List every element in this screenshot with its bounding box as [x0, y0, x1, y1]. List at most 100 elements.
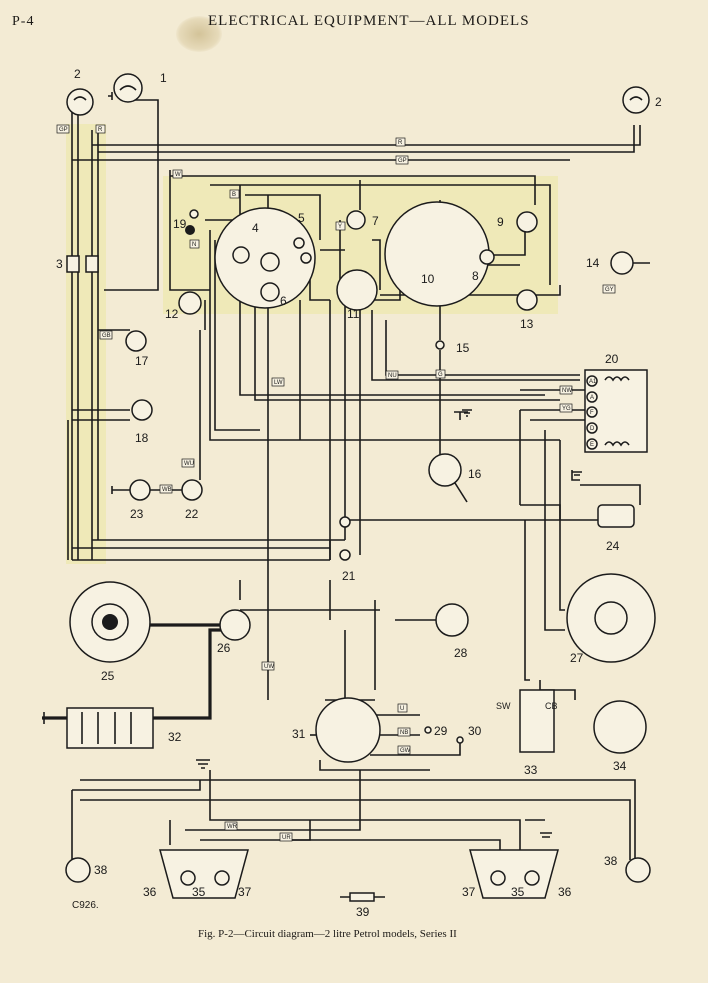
- tag-wb: WB: [162, 487, 172, 493]
- c20-terminal-a: A: [590, 395, 594, 401]
- tag-gy: GY: [605, 287, 614, 293]
- label-8: 8: [472, 269, 479, 283]
- label-34: 34: [613, 759, 627, 773]
- component-17-sender: [125, 330, 147, 352]
- tag-nu: NU: [388, 373, 397, 379]
- component-23-lamp: [111, 479, 151, 501]
- tag-gp: GP: [59, 127, 68, 133]
- tag-yg: YG: [562, 406, 571, 412]
- label-36-right: 36: [558, 885, 572, 899]
- label-2-right: 2: [655, 95, 662, 109]
- wiring: [67, 99, 641, 860]
- component-numbers: 1 2 2 3 4 5 6 7 8 9 10 11 12 13 14 15 16…: [56, 67, 662, 919]
- label-10: 10: [421, 272, 435, 286]
- label-3: 3: [56, 257, 63, 271]
- earth-symbols: [43, 409, 582, 838]
- tag-r-top: R: [398, 140, 403, 146]
- component-24-motor: [597, 504, 635, 528]
- component-32-battery: [66, 707, 154, 749]
- tag-wr: WR: [227, 824, 238, 830]
- tag-n: N: [192, 242, 196, 248]
- tag-lw: LW: [274, 380, 283, 386]
- component-2-left-headlamp: [66, 88, 94, 116]
- label-17: 17: [135, 354, 149, 368]
- tag-r: R: [98, 127, 103, 133]
- component-19-terminal: [185, 209, 199, 235]
- tag-y: Y: [338, 224, 342, 230]
- label-9: 9: [497, 215, 504, 229]
- tag-nw: NW: [562, 388, 572, 394]
- label-33: 33: [524, 763, 538, 777]
- label-18: 18: [135, 431, 149, 445]
- label-20: 20: [605, 352, 619, 366]
- component-10-instrument: [384, 201, 490, 307]
- component-1-lamp: [108, 73, 143, 103]
- label-39: 39: [356, 905, 370, 919]
- tag-w: W: [175, 172, 181, 178]
- paper-stain: [176, 16, 222, 52]
- component-38-right-lamp: [625, 857, 651, 883]
- label-11: 11: [347, 307, 360, 321]
- label-7: 7: [372, 214, 379, 228]
- label-22: 22: [185, 507, 199, 521]
- component-3-connectors: [66, 255, 99, 273]
- label-38-left: 38: [94, 863, 108, 877]
- component-16-ignition-unit: [428, 411, 468, 503]
- tag-gp-top: GP: [398, 158, 407, 164]
- label-30: 30: [468, 724, 482, 738]
- label-29: 29: [434, 724, 448, 738]
- component-18-sender: [131, 399, 153, 421]
- component-22-lamp: [181, 479, 203, 501]
- label-19: 19: [173, 217, 187, 231]
- component-15-lamp: [435, 340, 445, 350]
- component-8-warning-lamp: [479, 249, 495, 265]
- component-33-coil: [519, 689, 555, 753]
- label-4: 4: [252, 221, 259, 235]
- label-35-right: 35: [511, 885, 525, 899]
- battery-cable-32: [150, 628, 230, 720]
- label-5: 5: [298, 211, 305, 225]
- component-38-left-lamp: [65, 857, 91, 883]
- tag-ur: UR: [282, 835, 291, 841]
- label-21: 21: [342, 569, 356, 583]
- label-37-left: 37: [238, 885, 252, 899]
- component-27-dynamo: [566, 573, 656, 663]
- c20-terminal-d: D: [590, 426, 595, 432]
- label-25: 25: [101, 669, 115, 683]
- component-28-horn: [435, 603, 469, 637]
- wire-colour-tags: GP R R GP W B N Y G GB GY NU NW YG WB WU…: [56, 124, 616, 842]
- c20-terminal-f: F: [590, 410, 594, 416]
- label-16: 16: [468, 467, 482, 481]
- label-13: 13: [520, 317, 534, 331]
- c20-terminal-a1: A1: [589, 379, 597, 385]
- component-30-switch: [456, 736, 464, 744]
- component-7-switch: [346, 210, 366, 230]
- label-36-left: 36: [143, 885, 157, 899]
- drawing-number: C926.: [72, 900, 99, 911]
- label-2: 2: [74, 67, 81, 81]
- component-9-switch: [516, 211, 538, 233]
- figure-caption: Fig. P-2—Circuit diagram—2 litre Petrol …: [198, 928, 457, 940]
- label-28: 28: [454, 646, 468, 660]
- label-31: 31: [292, 727, 306, 741]
- component-39-fuse: [340, 892, 385, 902]
- component-11-junction: [336, 269, 378, 311]
- label-14: 14: [586, 256, 600, 270]
- tag-gw: GW: [400, 748, 411, 754]
- label-sw: SW: [496, 701, 511, 711]
- label-23: 23: [130, 507, 144, 521]
- label-6: 6: [280, 294, 287, 308]
- component-26-fuse: [219, 609, 251, 641]
- label-38-right: 38: [604, 854, 618, 868]
- component-21-junction: [339, 516, 351, 561]
- tag-u: U: [400, 706, 404, 712]
- component-20-control-box: [584, 369, 648, 453]
- label-26: 26: [217, 641, 231, 655]
- component-34-distributor: [593, 700, 647, 754]
- component-12-lamp: [178, 291, 202, 315]
- label-24: 24: [606, 539, 620, 553]
- label-12: 12: [165, 307, 179, 321]
- tag-g: G: [438, 372, 443, 378]
